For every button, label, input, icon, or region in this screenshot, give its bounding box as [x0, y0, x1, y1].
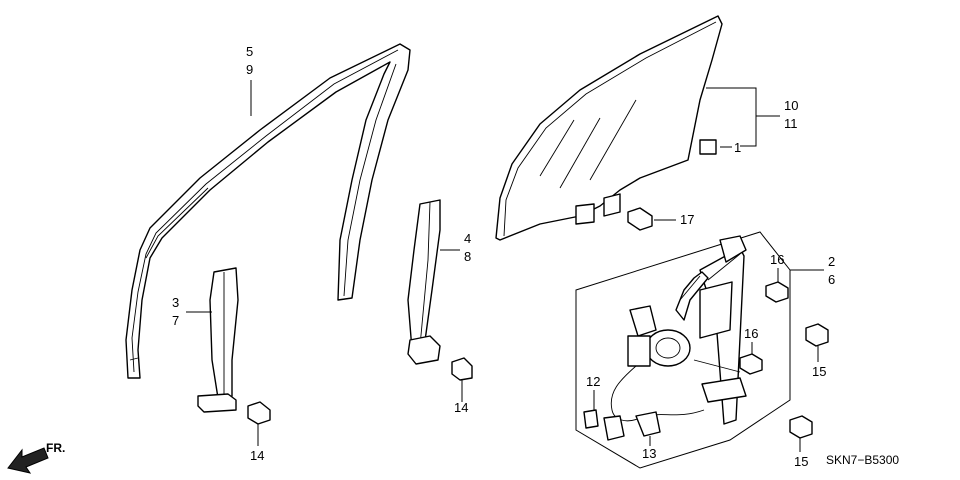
callout-15b: 15 — [794, 454, 808, 469]
diagram-code: SKN7−B5300 — [826, 453, 899, 467]
bolt-15b — [789, 415, 813, 439]
callout-4: 4 — [464, 231, 471, 246]
bolt-16b — [739, 353, 763, 375]
leader-lines — [186, 80, 824, 452]
callout-6: 6 — [828, 272, 835, 287]
callout-14a: 14 — [250, 448, 264, 463]
callout-1: 1 — [734, 140, 741, 155]
bolt-14a — [247, 401, 271, 425]
bolt-17 — [627, 207, 653, 231]
callout-16b: 16 — [744, 326, 758, 341]
callout-17: 17 — [680, 212, 694, 227]
bolt-15a — [805, 323, 829, 347]
callout-numbers: 5 9 3 7 4 8 10 11 1 17 2 6 16 16 15 15 1… — [172, 44, 835, 469]
callout-7: 7 — [172, 313, 179, 328]
front-label: FR. — [46, 441, 65, 455]
callout-13: 13 — [642, 446, 656, 461]
callout-2: 2 — [828, 254, 835, 269]
callout-3: 3 — [172, 295, 179, 310]
callout-8: 8 — [464, 249, 471, 264]
callout-11: 11 — [784, 116, 798, 131]
rear-lower-channel — [407, 199, 441, 365]
callout-10: 10 — [784, 98, 798, 113]
bolt-14b — [451, 357, 473, 381]
callout-9: 9 — [246, 62, 253, 77]
callout-5: 5 — [246, 44, 253, 59]
front-lower-channel — [197, 267, 239, 413]
callout-15a: 15 — [812, 364, 826, 379]
door-glass — [495, 15, 723, 241]
callout-14b: 14 — [454, 400, 468, 415]
door-run-channel — [125, 43, 411, 379]
callout-16a: 16 — [770, 252, 784, 267]
bolt-16a — [765, 281, 789, 303]
front-direction-arrow — [7, 447, 49, 474]
callout-12: 12 — [586, 374, 600, 389]
window-regulator-assembly — [575, 231, 791, 469]
